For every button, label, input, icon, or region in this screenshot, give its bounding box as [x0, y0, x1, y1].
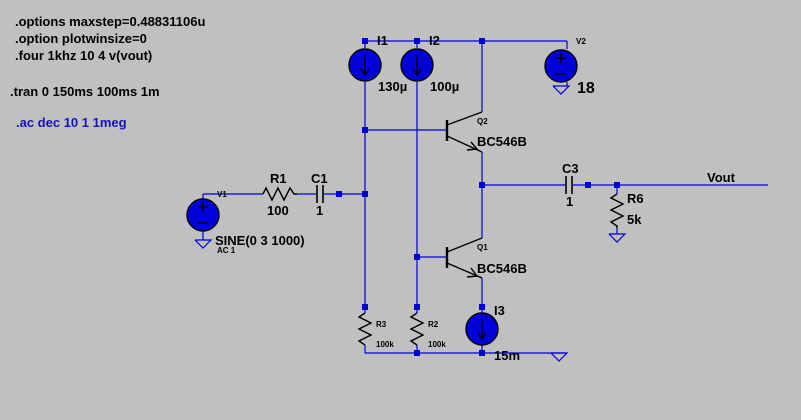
capacitor-c3[interactable]: C3 1 — [562, 161, 579, 209]
directive-tran[interactable]: .tran 0 150ms 100ms 1m — [10, 84, 160, 99]
label-c1-value: 1 — [316, 203, 323, 218]
resistor-zigzag-icon — [262, 186, 297, 202]
label-i1-name: I1 — [377, 33, 388, 48]
transistor-q1[interactable]: Q1 BC546B — [445, 237, 527, 279]
junction-dot — [336, 191, 342, 197]
label-r1-name: R1 — [270, 171, 287, 186]
label-v1-name: V1 — [217, 190, 227, 199]
capacitor-c1[interactable]: C1 1 — [311, 171, 328, 218]
resistor-r1[interactable]: R1 100 — [262, 171, 297, 218]
junction-dot — [362, 38, 368, 44]
label-c3-value: 1 — [566, 194, 573, 209]
resistor-r6[interactable]: R6 5k — [609, 191, 644, 228]
transistor-q2[interactable]: Q2 BC546B — [445, 111, 527, 153]
label-r3-value: 100k — [376, 340, 394, 349]
net-label-vout[interactable]: Vout — [707, 170, 736, 185]
ground-icon — [552, 85, 571, 95]
label-i3-name: I3 — [494, 303, 505, 318]
label-r2-name: R2 — [428, 320, 439, 329]
label-c3-name: C3 — [562, 161, 579, 176]
junction-dot — [585, 182, 591, 188]
current-source-i3[interactable]: I3 15m — [465, 303, 520, 363]
label-c1-name: C1 — [311, 171, 328, 186]
label-v2-name: V2 — [576, 37, 586, 46]
label-v1-value: SINE(0 3 1000) — [215, 233, 305, 248]
ground-icon — [550, 352, 569, 362]
label-i2-name: I2 — [429, 33, 440, 48]
voltage-source-icon — [544, 49, 578, 83]
label-q1-model: BC546B — [477, 261, 527, 276]
ground-icon — [194, 239, 213, 249]
label-i1-value: 130µ — [378, 79, 407, 94]
spice-directives: .options maxstep=0.48831106u .option plo… — [10, 14, 205, 130]
emitter-arrow-icon — [466, 267, 479, 278]
junction-dot — [479, 38, 485, 44]
voltage-source-v2[interactable]: V2 18 — [544, 37, 595, 97]
directive-options-maxstep[interactable]: .options maxstep=0.48831106u — [15, 14, 205, 29]
collector-leg-icon — [446, 111, 483, 126]
voltage-source-icon — [186, 198, 220, 232]
ground-icon — [608, 233, 627, 243]
resistor-zigzag-icon — [409, 312, 425, 346]
junction-dot — [479, 182, 485, 188]
junction-dot — [414, 38, 420, 44]
arrow-head-icon — [360, 68, 370, 77]
label-r2-value: 100k — [428, 340, 446, 349]
label-r1-value: 100 — [267, 203, 289, 218]
junction-dot — [414, 304, 420, 310]
label-v1-ac: AC 1 — [217, 246, 236, 255]
directive-option-plotwinsize[interactable]: .option plotwinsize=0 — [15, 31, 147, 46]
junction-dot — [479, 304, 485, 310]
junction-dot — [362, 304, 368, 310]
label-i3-value: 15m — [494, 348, 520, 363]
junction-dot — [414, 254, 420, 260]
ground-symbol-v1 — [194, 239, 213, 249]
wires — [202, 40, 768, 354]
collector-leg-icon — [446, 237, 483, 253]
resistor-r2[interactable]: R2 100k — [409, 312, 446, 349]
junctions — [336, 38, 620, 356]
arrow-head-icon — [477, 332, 487, 341]
junction-dot — [414, 350, 420, 356]
emitter-arrow-icon — [466, 141, 479, 151]
arrow-head-icon — [412, 68, 422, 77]
junction-dot — [362, 191, 368, 197]
current-source-i1[interactable]: I1 130µ — [348, 33, 407, 94]
label-r6-name: R6 — [627, 191, 644, 206]
label-q2-model: BC546B — [477, 134, 527, 149]
current-source-i2[interactable]: I2 100µ — [400, 33, 459, 94]
ground-symbol-bottom — [550, 352, 569, 362]
directive-four[interactable]: .four 1khz 10 4 v(vout) — [15, 48, 152, 63]
label-r6-value: 5k — [627, 212, 642, 227]
label-q1-name: Q1 — [477, 243, 488, 252]
resistor-zigzag-icon — [357, 312, 373, 346]
voltage-source-v1[interactable]: V1 SINE(0 3 1000) AC 1 — [186, 190, 305, 255]
junction-dot — [614, 182, 620, 188]
junction-dot — [479, 350, 485, 356]
resistor-zigzag-icon — [609, 193, 625, 228]
resistor-r3[interactable]: R3 100k — [357, 312, 394, 349]
directive-ac[interactable]: .ac dec 10 1 1meg — [16, 115, 127, 130]
ground-symbol-r6 — [608, 233, 627, 243]
label-q2-name: Q2 — [477, 117, 488, 126]
ground-symbol-v2 — [552, 85, 571, 95]
label-i2-value: 100µ — [430, 79, 459, 94]
junction-dot — [362, 127, 368, 133]
label-v2-value: 18 — [577, 80, 595, 97]
label-r3-name: R3 — [376, 320, 387, 329]
